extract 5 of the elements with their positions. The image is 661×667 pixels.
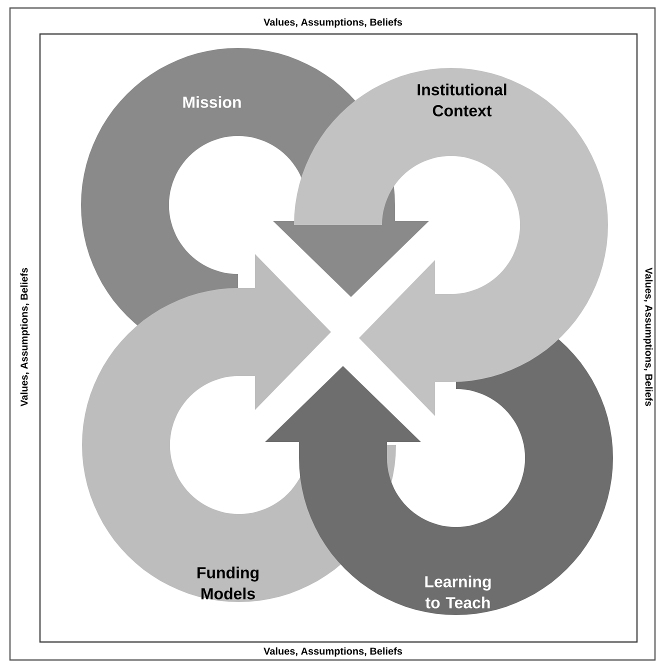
border-label: Values, Assumptions, Beliefs: [264, 18, 402, 28]
border-label: Values, Assumptions, Beliefs: [264, 647, 402, 657]
border-label: Values, Assumptions, Beliefs: [643, 268, 653, 406]
ring-band: Institutional Context: [294, 68, 608, 416]
border-label: Values, Assumptions, Beliefs: [20, 268, 30, 406]
